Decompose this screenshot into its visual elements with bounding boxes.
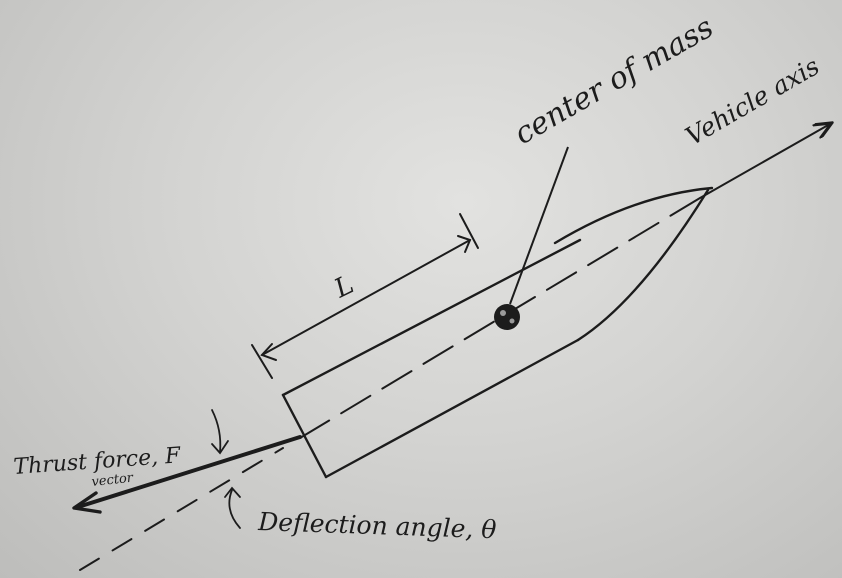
thrust-vector-arrow (76, 435, 302, 509)
vehicle-body (281, 186, 714, 479)
vehicle-upper-edge (281, 238, 582, 397)
thrust-arrowhead (72, 491, 102, 514)
deflection-angle-label: Deflection angle, θ (257, 507, 497, 544)
length-dimension (251, 213, 479, 379)
length-label: L (329, 270, 359, 305)
center-of-mass-leader (509, 146, 569, 305)
vehicle-axis-line (79, 124, 830, 571)
thrust-vector-sublabel: vector (91, 471, 135, 490)
vehicle-axis-label: Vehicle axis (681, 51, 825, 151)
center-of-mass-marker (494, 304, 520, 330)
vehicle-lower-edge (324, 338, 580, 479)
vehicle-nose-lower (576, 188, 710, 342)
deflection-angle-arcs (211, 409, 241, 529)
vehicle-nose-upper (553, 186, 714, 245)
